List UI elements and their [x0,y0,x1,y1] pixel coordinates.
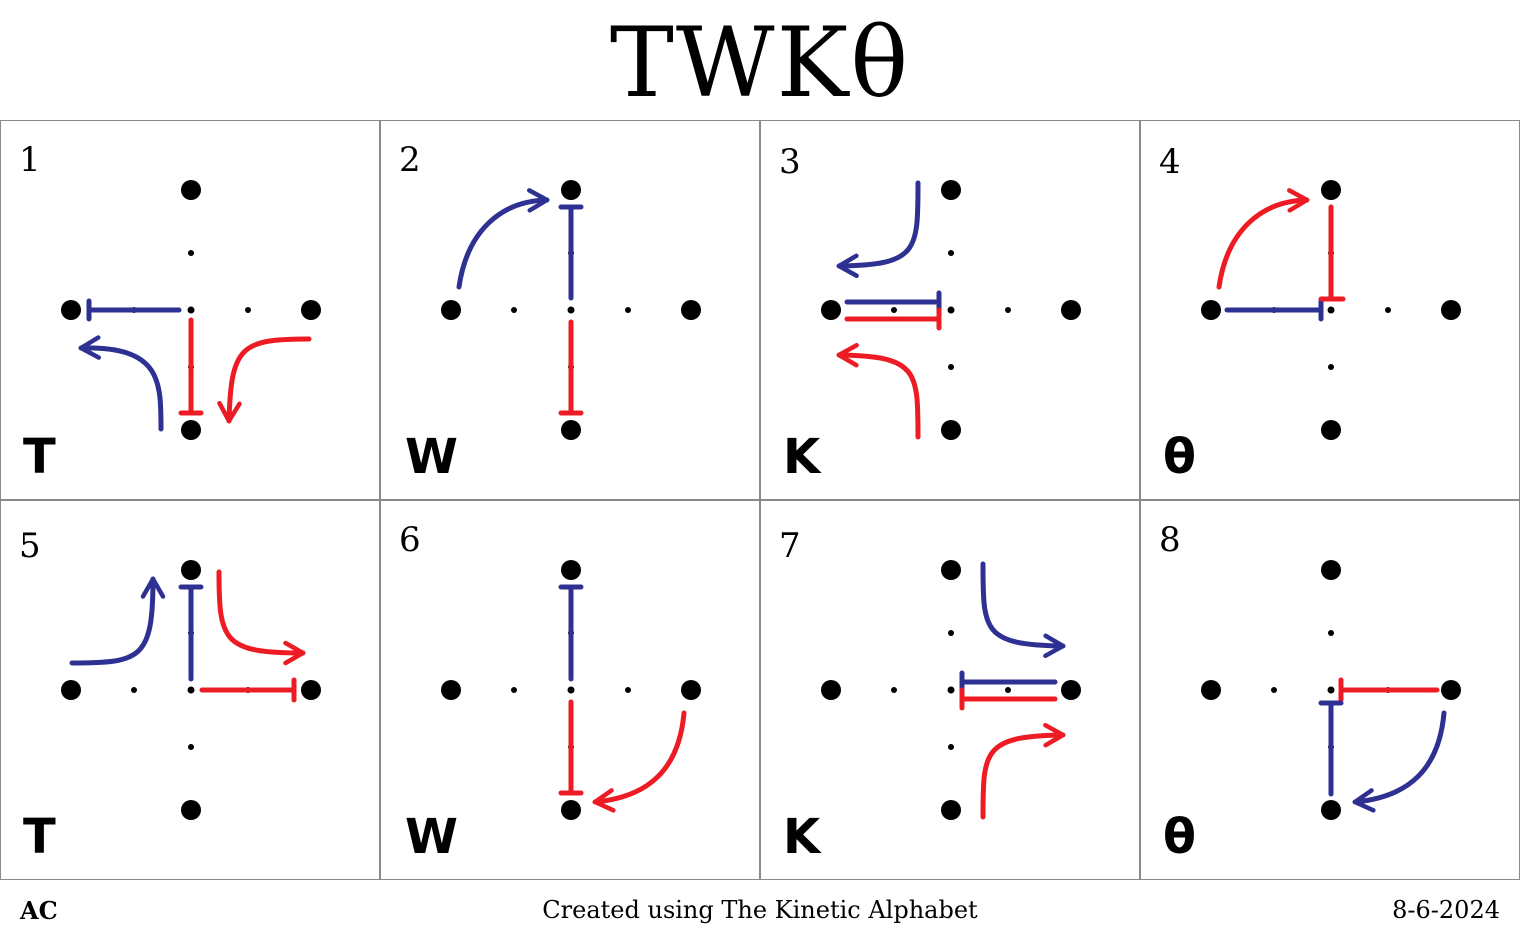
red-motion-arrow [217,336,312,424]
red-motion-arrow [216,569,306,666]
panel-number: 4 [1159,142,1181,182]
red-prop-line [558,319,584,416]
panel-8: 8 θ [1140,500,1520,880]
blue-motion-arrow [980,561,1066,659]
panel-5: 5 T [0,500,380,880]
panel-1-diagram: 1 T [19,140,321,485]
red-prop-line [1338,677,1440,703]
panel-number: 8 [1159,520,1181,560]
blue-prop-line [178,584,204,682]
panel-number: 3 [779,142,801,182]
blue-motion-arrow [78,335,164,432]
panel-letter: W [405,429,458,485]
panel-letter: T [23,809,56,865]
red-motion-arrow [980,722,1066,820]
panel-1: 1 T [0,120,380,500]
red-motion-arrow [836,342,921,440]
grid-points [821,560,1081,820]
red-prop-line [199,677,297,703]
red-motion-arrow [592,710,687,813]
panel-6-diagram: 6 W [399,520,701,865]
blue-motion-arrow [1352,710,1447,813]
blue-prop-line [1224,298,1324,322]
panel-4: 4 θ [1140,120,1520,500]
panel-2: 2 W [380,120,760,500]
panel-6: 6 W [380,500,760,880]
blue-prop-line [558,584,584,682]
blue-prop-line [1318,700,1344,797]
red-prop-line [1318,204,1346,302]
panel-3: 3 K [760,120,1140,500]
panel-letter: K [783,429,822,485]
red-motion-arrow [1216,188,1310,290]
panel-5-diagram: 5 T [19,526,321,865]
panel-letter: T [23,429,56,485]
footer-date: 8-6-2024 [1392,896,1500,924]
panel-letter: θ [1163,809,1196,865]
blue-prop-line [86,298,182,322]
grid-points [441,560,701,820]
red-prop-line [558,699,584,796]
red-prop-line [178,317,204,416]
panel-number: 5 [19,526,41,566]
panel-letter: W [405,809,458,865]
panel-3-diagram: 3 K [779,142,1081,485]
blue-motion-arrow [836,180,921,279]
grid-points [821,180,1081,440]
footer-author: AC [20,896,58,925]
red-prop-line [959,687,1058,711]
red-prop-line [844,307,942,331]
panel-number: 1 [19,140,41,180]
footer-credit: Created using The Kinetic Alphabet [542,896,978,924]
panel-grid: 1 T 2 W [0,120,1520,880]
grid-points [1201,180,1461,440]
blue-motion-arrow [456,188,550,290]
blue-motion-arrow [69,576,166,666]
panel-number: 2 [399,140,421,180]
panel-7-diagram: 7 K [779,526,1081,865]
panel-letter: K [783,809,822,865]
page-title: TWKθ [609,7,911,119]
panel-4-diagram: 4 θ [1159,142,1461,485]
blue-prop-line [558,204,584,301]
panel-number: 6 [399,520,421,560]
panel-8-diagram: 8 θ [1159,520,1461,865]
panel-letter: θ [1163,429,1196,485]
panel-2-diagram: 2 W [399,140,701,485]
panel-number: 7 [779,526,801,566]
panel-7: 7 K [760,500,1140,880]
footer: AC Created using The Kinetic Alphabet 8-… [0,880,1520,940]
